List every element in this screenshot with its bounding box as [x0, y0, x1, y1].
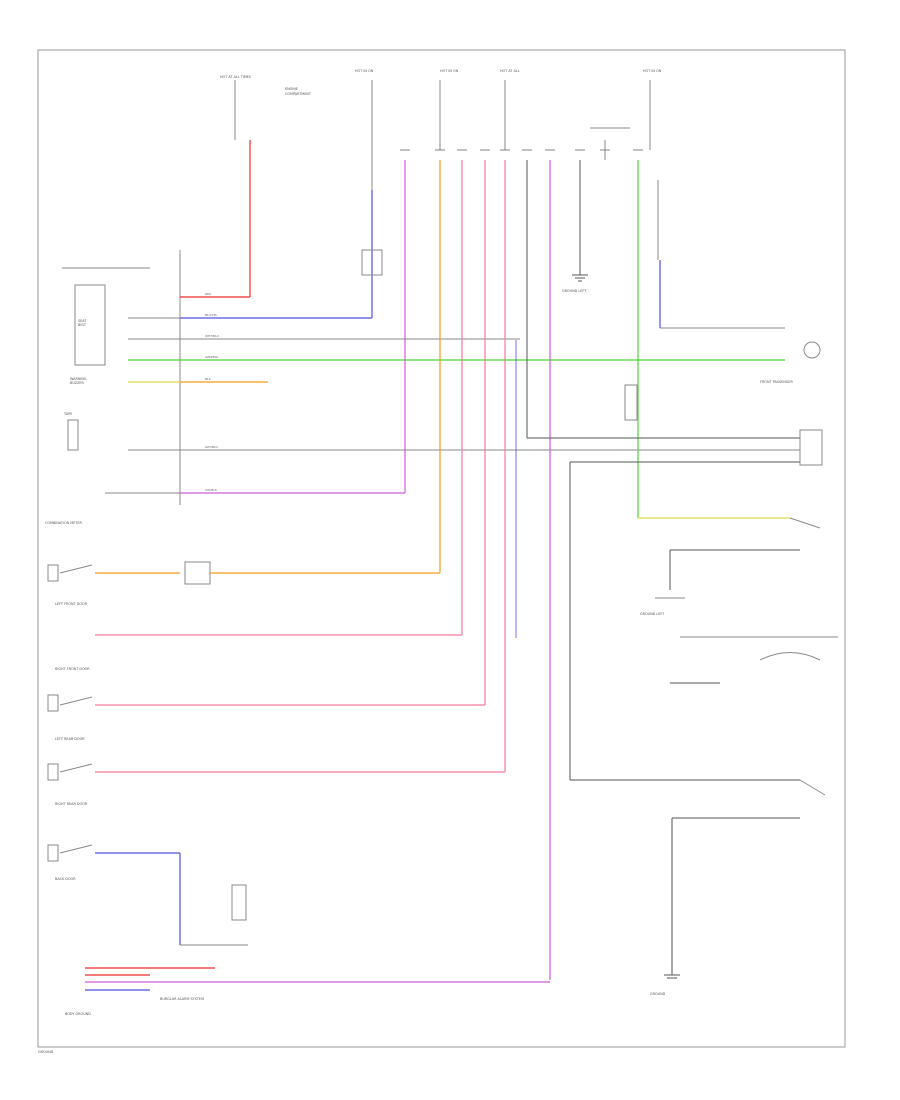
svg-text:HOT AT ALL TIMES: HOT AT ALL TIMES	[220, 75, 251, 79]
svg-text:GROUND LEFT: GROUND LEFT	[640, 612, 665, 616]
diagram-frame	[37, 49, 846, 1048]
svg-text:BUZZER: BUZZER	[70, 381, 85, 385]
svg-text:HOT AT ALL: HOT AT ALL	[500, 69, 520, 73]
ground-symbol-top: GROUND LEFT	[562, 274, 588, 293]
svg-text:BLK: BLK	[205, 377, 212, 381]
svg-text:ENGINE: ENGINE	[285, 87, 298, 91]
svg-text:WARNING: WARNING	[70, 377, 87, 381]
svg-text:BODY GROUND: BODY GROUND	[65, 1012, 91, 1016]
meter-connector-rows: RED BLU/YEL WHT/BLU GRN/BLK BLK GRY/BLU …	[105, 292, 800, 494]
svg-text:TAPE: TAPE	[63, 412, 72, 416]
door-switches: LEFT FRONT DOOR RIGHT FRONT DOOR LEFT RE…	[47, 561, 550, 1016]
svg-text:LEFT REAR DOOR: LEFT REAR DOOR	[55, 737, 85, 741]
svg-text:RIGHT FRONT DOOR: RIGHT FRONT DOOR	[55, 667, 90, 671]
svg-text:RIGHT REAR DOOR: RIGHT REAR DOOR	[55, 802, 88, 806]
top-fuse-feeds: HOT AT ALL TIMES ENGINE COMPARTMENT HOT …	[220, 69, 662, 297]
svg-text:GRN/BLK: GRN/BLK	[205, 355, 219, 359]
burglar-alarm-label: BURGLAR ALARM SYSTEM	[160, 997, 204, 1001]
svg-text:BELT: BELT	[78, 323, 87, 327]
svg-text:BACK DOOR: BACK DOOR	[55, 877, 76, 881]
svg-text:HOT IN ON: HOT IN ON	[355, 69, 374, 73]
svg-text:GROUND: GROUND	[650, 992, 666, 996]
svg-text:HOT IN ON: HOT IN ON	[440, 69, 459, 73]
svg-text:WHT/BLU: WHT/BLU	[205, 334, 219, 338]
svg-text:BLU/YEL: BLU/YEL	[205, 313, 218, 317]
svg-text:GRY/BLU: GRY/BLU	[205, 445, 218, 449]
svg-text:GROUND LEFT: GROUND LEFT	[562, 289, 587, 293]
svg-text:COMPARTMENT: COMPARTMENT	[285, 92, 312, 96]
svg-text:VIO/BLK: VIO/BLK	[205, 488, 218, 492]
footer-label: GROUND	[38, 1050, 54, 1054]
svg-text:FRONT PASSENGER: FRONT PASSENGER	[760, 380, 794, 384]
combination-meter-label: COMBINATION METER	[45, 521, 83, 525]
vertical-bus-wires	[361, 140, 785, 980]
svg-text:HOT IN ON: HOT IN ON	[643, 69, 662, 73]
svg-text:LEFT FRONT DOOR: LEFT FRONT DOOR	[55, 602, 88, 606]
right-components: FRONT PASSENGER GROUND LEFT GROUND	[527, 341, 838, 996]
combination-meter: SEAT BELT WARNING BUZZER TAPE COMBINATIO…	[45, 250, 181, 525]
svg-text:SEAT: SEAT	[78, 319, 87, 323]
svg-text:RED: RED	[205, 292, 212, 296]
